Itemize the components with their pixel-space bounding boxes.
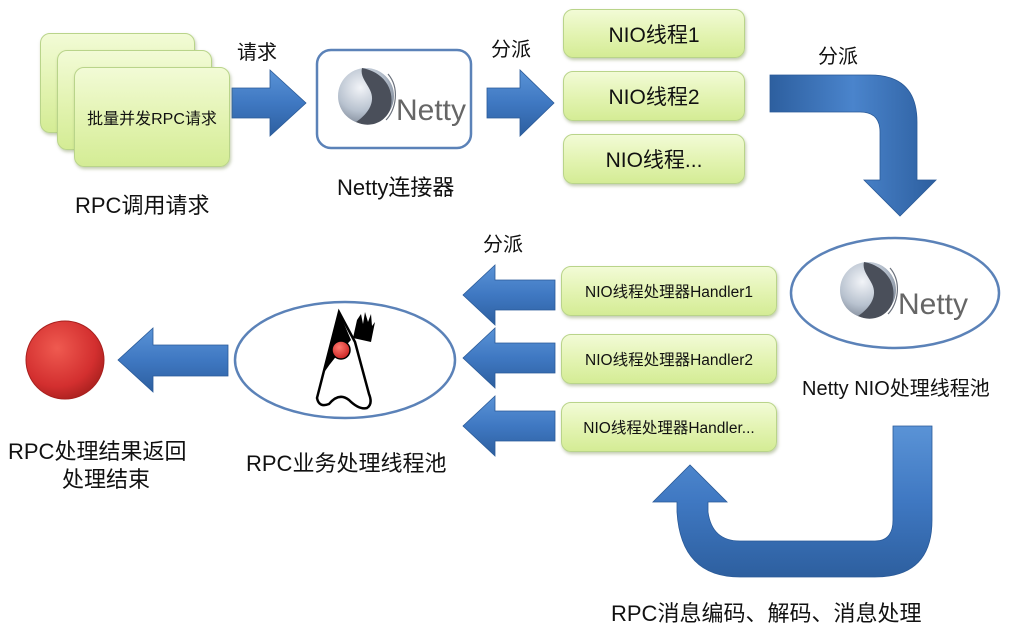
nio-thread-label: NIO线程1 <box>608 23 700 47</box>
nio-handler-box-2: NIO线程处理器Handler2 <box>561 334 777 384</box>
nio-thread-box-2: NIO线程2 <box>563 71 745 121</box>
nio-thread-label: NIO线程2 <box>608 86 700 109</box>
caption-end-line-2: 处理结束 <box>62 467 151 492</box>
netty-logo-icon-2: Netty <box>839 261 968 321</box>
rpc-request-card-text: 批量并发RPC请求 <box>87 111 217 128</box>
nio-thread-box-1: NIO线程1 <box>563 9 745 58</box>
nio-handler-box-1: NIO线程处理器Handler1 <box>561 266 777 316</box>
caption-netty-nio-pool: Netty NIO处理线程池 <box>802 378 990 400</box>
caption-rpc-business-pool: RPC业务处理线程池 <box>246 451 447 476</box>
arrow-request <box>231 69 307 137</box>
caption-rpc-request: RPC调用请求 <box>75 193 210 218</box>
arrow-return <box>117 327 229 393</box>
svg-text:Netty: Netty <box>396 94 466 127</box>
nio-handler-box-3: NIO线程处理器Handler... <box>561 402 777 452</box>
nio-thread-box-3: NIO线程... <box>563 134 745 184</box>
arrow-codec <box>652 425 933 578</box>
nio-handler-label: NIO线程处理器Handler1 <box>585 284 753 301</box>
edge-label-codec: RPC消息编码、解码、消息处理 <box>611 601 922 626</box>
end-circle-icon <box>25 320 105 400</box>
svg-text:Netty: Netty <box>898 288 968 321</box>
java-duke-icon <box>315 308 375 410</box>
caption-end-line-1: RPC处理结果返回 <box>8 439 187 464</box>
edge-label-dispatch-1: 分派 <box>491 39 531 61</box>
netty-logo-icon: Netty <box>337 67 466 127</box>
arrow-dispatch-handler-1 <box>462 264 556 326</box>
arrow-dispatch-handler-3 <box>462 395 556 457</box>
caption-netty-connector: Netty连接器 <box>337 175 455 200</box>
edge-label-dispatch-handlers: 分派 <box>483 234 523 256</box>
arrow-dispatch-2 <box>769 74 937 217</box>
edge-label-request: 请求 <box>237 42 277 64</box>
arrow-dispatch-1 <box>486 69 555 137</box>
rpc-request-card: 批量并发RPC请求 <box>74 67 230 167</box>
nio-handler-label: NIO线程处理器Handler... <box>583 420 755 437</box>
arrow-dispatch-handler-2 <box>462 327 556 389</box>
nio-thread-label: NIO线程... <box>605 149 703 172</box>
nio-handler-label: NIO线程处理器Handler2 <box>585 352 753 369</box>
edge-label-dispatch-2: 分派 <box>818 46 858 68</box>
